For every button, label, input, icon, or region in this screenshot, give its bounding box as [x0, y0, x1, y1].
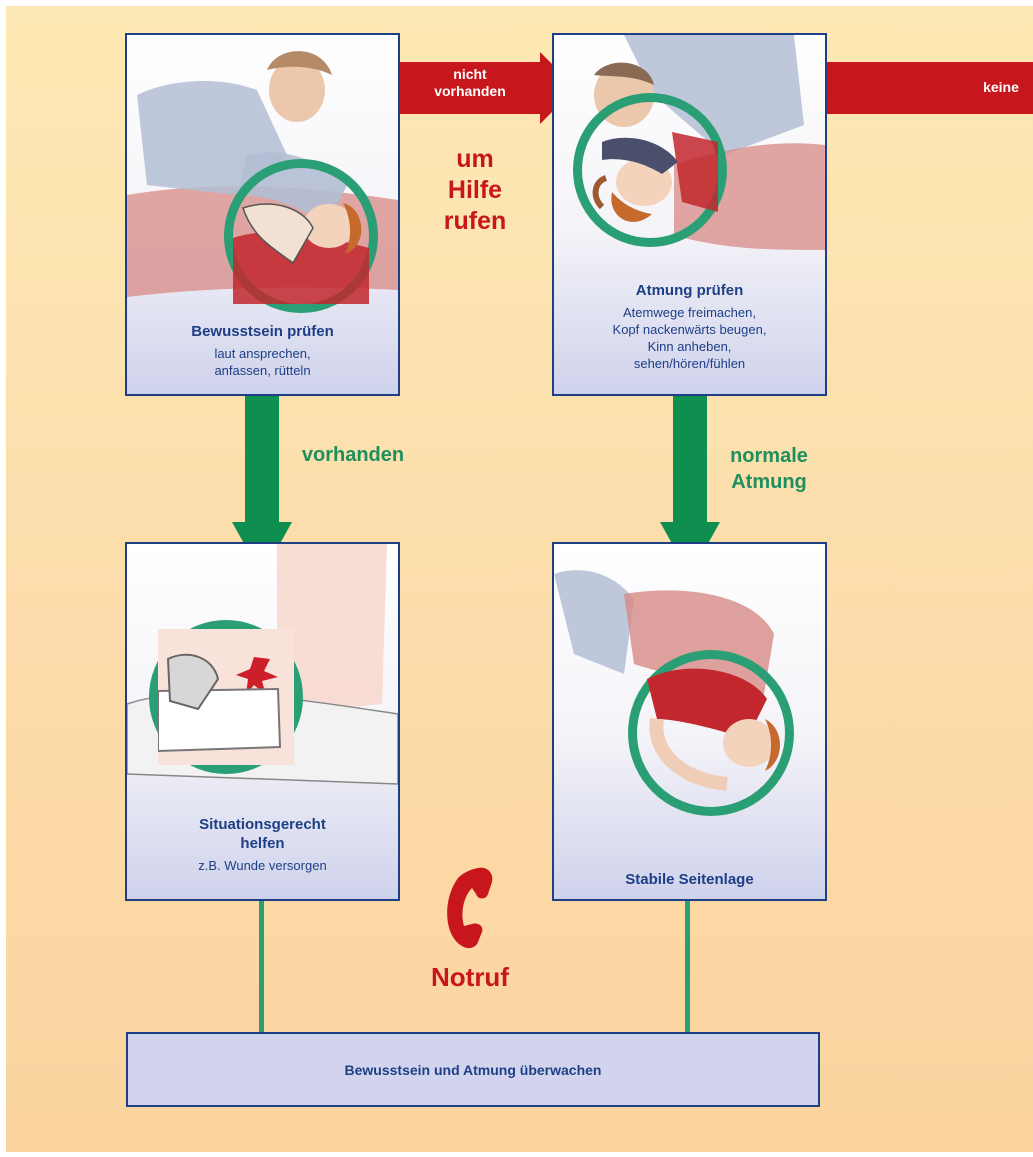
card-situation-help: Situationsgerecht helfen z.B. Wunde vers… — [125, 542, 400, 901]
focus-circle-wound — [149, 620, 303, 774]
focus-circle-breathing — [573, 93, 727, 247]
card-check-breathing: Atmung prüfen Atemwege freimachen, Kopf … — [552, 33, 827, 396]
label-normal-breathing: normale Atmung — [730, 445, 808, 493]
red-bar-none — [820, 62, 1033, 114]
emergency-call-label: Notruf — [431, 962, 509, 992]
card-text-breathing: Atemwege freimachen, Kopf nackenwärts be… — [612, 305, 767, 371]
card-title-situation-help: Situationsgerecht helfen — [199, 816, 326, 852]
green-arrow-normal-breathing — [660, 392, 720, 576]
diagram-background: nicht vorhanden keine um Hilfe rufen vor… — [6, 6, 1033, 1152]
label-none: keine — [983, 79, 1019, 95]
card-title-consciousness: Bewusstsein prüfen — [191, 323, 334, 340]
card-title-recovery-position: Stabile Seitenlage — [625, 871, 754, 888]
label-not-present: nicht vorhanden — [434, 66, 506, 99]
card-recovery-position: Stabile Seitenlage — [552, 542, 827, 901]
call-for-help-label: um Hilfe rufen — [443, 145, 507, 235]
green-arrow-present — [232, 392, 292, 576]
label-present: vorhanden — [301, 444, 405, 466]
monitor-box: Bewusstsein und Atmung überwachen — [126, 1032, 820, 1107]
monitor-label: Bewusstsein und Atmung überwachen — [344, 1061, 602, 1078]
connector-line-left — [259, 901, 264, 1033]
telephone-icon — [447, 867, 493, 949]
connector-line-right — [685, 901, 690, 1033]
card-text-consciousness: laut ansprechen, anfassen, rütteln — [214, 346, 311, 378]
red-arrow-not-present — [390, 52, 576, 124]
focus-circle-consciousness — [224, 159, 378, 313]
focus-circle-recovery — [628, 650, 794, 816]
card-text-situation-help: z.B. Wunde versorgen — [198, 858, 327, 873]
card-check-consciousness: Bewusstsein prüfen laut ansprechen, anfa… — [125, 33, 400, 396]
card-title-breathing: Atmung prüfen — [635, 282, 744, 299]
